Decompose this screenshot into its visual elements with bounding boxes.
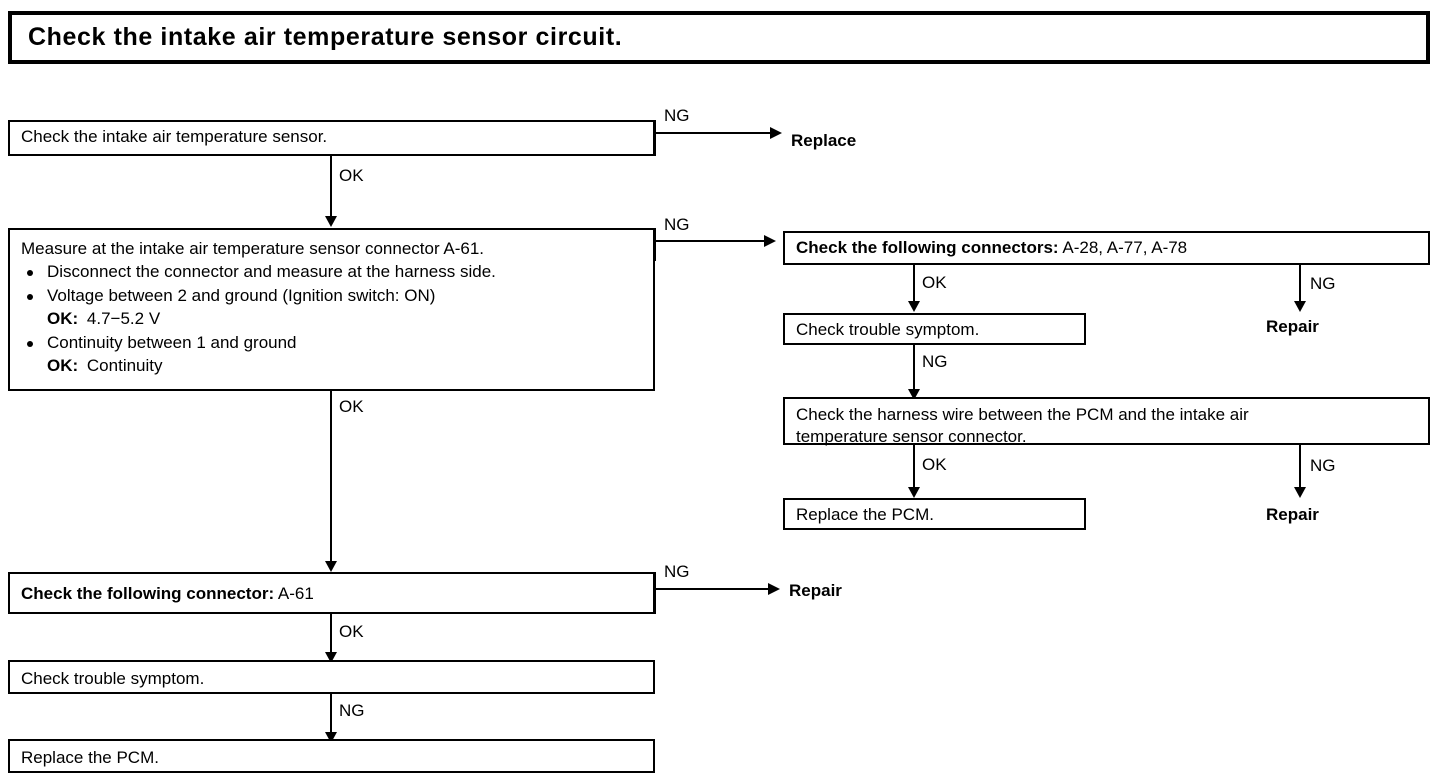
measure-bullet-2-label: Voltage between 2 and ground (Ignition s… — [47, 285, 436, 305]
edge-label-measure-ok: OK — [339, 397, 364, 416]
node-check-trouble-symptom-bottom-label: Check trouble symptom. — [21, 669, 205, 688]
measure-bullet-3-ok-label: OK: — [47, 356, 79, 376]
node-check-connector-label: Check the following connector: — [21, 584, 275, 603]
edge-connectors-ng-arrowhead — [1294, 301, 1306, 312]
edge-connector-ng-stub — [654, 572, 656, 614]
edge-harness-ng-arrowhead — [1294, 487, 1306, 498]
edge-label-connector-ng: NG — [664, 562, 690, 581]
page-title: Check the intake air temperature sensor … — [28, 23, 623, 51]
edge-connector-ok-line — [330, 614, 332, 658]
node-check-harness: Check the harness wire between the PCM a… — [783, 397, 1430, 447]
bullet-dot-icon — [27, 293, 33, 300]
edge-connector-ng-arrowhead — [768, 583, 780, 595]
node-measure-heading: Measure at the intake air temperature se… — [21, 239, 485, 258]
node-measure: Measure at the intake air temperature se… — [8, 228, 655, 391]
measure-bullet-2-spec: OK: 4.7−5.2 V — [21, 308, 653, 330]
edge-measure-ng-line — [654, 240, 766, 242]
edge-measure-ng-stub — [654, 228, 656, 261]
measure-bullet-1: Disconnect the connector and measure at … — [21, 261, 653, 283]
node-replace-pcm-bottom: Replace the PCM. — [8, 739, 655, 773]
edge-measure-ng-arrowhead — [764, 235, 776, 247]
node-check-harness-line2: temperature sensor connector. — [796, 427, 1027, 447]
node-check-connectors: Check the following connectors: A-28, A-… — [783, 231, 1430, 265]
edge-symptom-right-ng-arrowhead — [908, 389, 920, 400]
edge-label-connectors-ok: OK — [922, 273, 947, 292]
edge-label-symptom-bottom-ng: NG — [339, 701, 365, 720]
edge-label-connectors-ng: NG — [1310, 274, 1336, 293]
node-check-connectors-label: Check the following connectors: — [796, 238, 1059, 257]
edge-connectors-ok-line — [913, 265, 915, 305]
edge-label-harness-ng: NG — [1310, 456, 1336, 475]
node-replace-pcm-bottom-label: Replace the PCM. — [21, 748, 159, 767]
measure-bullet-3-ok-value: Continuity — [86, 356, 163, 376]
bullet-dot-icon — [27, 270, 33, 277]
edge-measure-ok-arrowhead — [325, 561, 337, 572]
edge-label-harness-ok: OK — [922, 455, 947, 474]
measure-bullet-2: Voltage between 2 and ground (Ignition s… — [21, 285, 653, 307]
edge-harness-ok-arrowhead — [908, 487, 920, 498]
terminal-repair-connector: Repair — [789, 581, 842, 600]
measure-bullet-1-label: Disconnect the connector and measure at … — [47, 262, 496, 282]
measure-bullet-3-spec: OK: Continuity — [21, 355, 653, 377]
edge-sensor-ng-arrowhead — [770, 127, 782, 139]
node-check-connectors-value: A-28, A-77, A-78 — [1062, 238, 1188, 257]
node-check-connector: Check the following connector: A-61 — [8, 572, 655, 614]
node-check-trouble-symptom-right-label: Check trouble symptom. — [796, 320, 980, 339]
edge-connectors-ok-arrowhead — [908, 301, 920, 312]
edge-sensor-ok-arrowhead — [325, 216, 337, 227]
edge-harness-ok-line — [913, 445, 915, 493]
edge-harness-ng-line — [1299, 445, 1301, 491]
edge-connector-ok-arrowhead — [325, 652, 337, 663]
measure-bullet-3-label: Continuity between 1 and ground — [47, 332, 297, 352]
edge-label-measure-ng: NG — [664, 215, 690, 234]
node-check-harness-line1: Check the harness wire between the PCM a… — [796, 405, 1249, 424]
edge-connectors-ng-line — [1299, 265, 1301, 305]
edge-sensor-ng-line — [654, 132, 772, 134]
terminal-repair-harness: Repair — [1266, 505, 1319, 524]
edge-symptom-bottom-ng-arrowhead — [325, 732, 337, 743]
edge-label-sensor-ok: OK — [339, 166, 364, 185]
edge-measure-ok-line — [330, 391, 332, 565]
node-check-sensor: Check the intake air temperature sensor. — [8, 120, 655, 156]
node-check-connector-value: A-61 — [277, 584, 314, 603]
node-check-trouble-symptom-right: Check trouble symptom. — [783, 313, 1086, 345]
edge-sensor-ng-stub — [654, 120, 656, 156]
bullet-dot-icon — [27, 340, 33, 347]
node-replace-pcm-right: Replace the PCM. — [783, 498, 1086, 530]
node-check-trouble-symptom-bottom: Check trouble symptom. — [8, 660, 655, 694]
node-check-sensor-label: Check the intake air temperature sensor. — [21, 127, 328, 146]
edge-sensor-ok-line — [330, 156, 332, 220]
edge-symptom-right-ng-line — [913, 345, 915, 395]
node-replace-pcm-right-label: Replace the PCM. — [796, 505, 934, 524]
measure-bullet-3: Continuity between 1 and ground — [21, 332, 653, 354]
node-measure-bullets: Disconnect the connector and measure at … — [21, 261, 653, 377]
measure-bullet-2-ok-label: OK: — [47, 309, 79, 329]
edge-label-sensor-ng: NG — [664, 106, 690, 125]
edge-label-symptom-right-ng: NG — [922, 352, 948, 371]
measure-bullet-2-ok-value: 4.7−5.2 V — [86, 309, 161, 329]
page-title-box: Check the intake air temperature sensor … — [8, 11, 1430, 64]
terminal-repair-connectors: Repair — [1266, 317, 1319, 336]
edge-symptom-bottom-ng-line — [330, 694, 332, 738]
terminal-replace: Replace — [791, 131, 857, 150]
edge-label-connector-ok: OK — [339, 622, 364, 641]
edge-connector-ng-line — [654, 588, 770, 590]
